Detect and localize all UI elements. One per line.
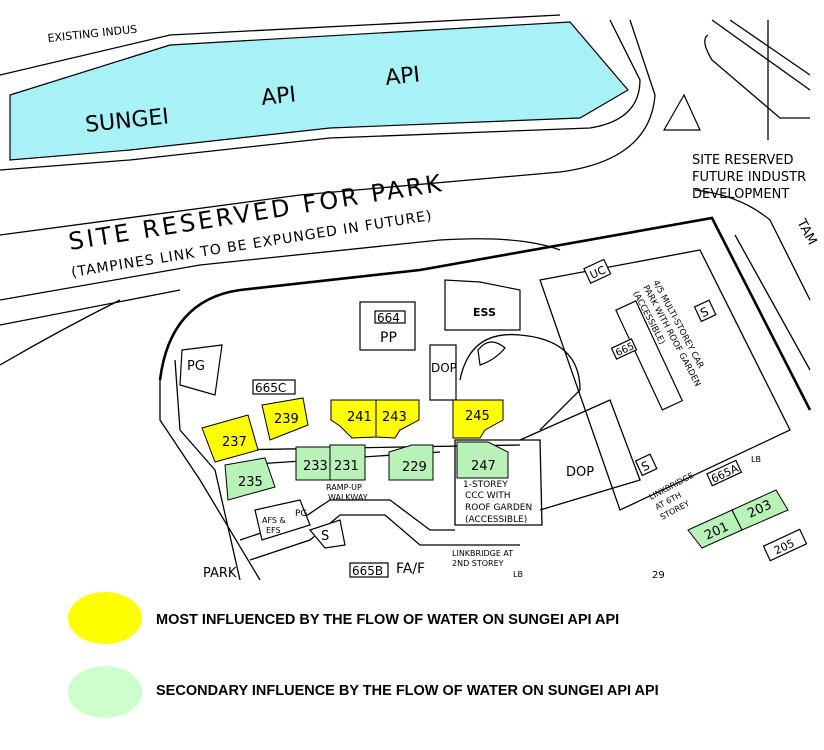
svg-text:S: S — [321, 529, 329, 544]
block-237[interactable]: 237 — [201, 414, 259, 463]
svg-text:237: 237 — [222, 435, 247, 450]
green-swatch — [68, 666, 142, 718]
svg-text:API: API — [260, 82, 297, 111]
block-243[interactable]: 243 — [375, 399, 420, 439]
block-239[interactable]: 239 — [261, 397, 309, 441]
svg-text:29: 29 — [652, 570, 665, 580]
svg-text:231: 231 — [334, 459, 359, 474]
legend-item-most-influenced: MOST INFLUENCED BY THE FLOW OF WATER ON … — [0, 592, 824, 652]
svg-text:241: 241 — [347, 410, 372, 425]
svg-text:PG: PG — [295, 509, 307, 519]
site-plan-map: 665 4/5 MULTI-STOREY CAR PARK WITH ROOF … — [0, 14, 819, 580]
svg-text:(ACCESSIBLE): (ACCESSIBLE) — [465, 515, 527, 525]
svg-text:245: 245 — [465, 409, 490, 424]
block-247[interactable]: 247 — [456, 441, 509, 479]
block-203[interactable]: 203 — [731, 489, 789, 531]
svg-text:UC: UC — [588, 263, 608, 282]
svg-text:LINKBRIDGE AT: LINKBRIDGE AT — [452, 549, 513, 558]
svg-text:ESS: ESS — [473, 306, 496, 319]
legend-label: MOST INFLUENCED BY THE FLOW OF WATER ON … — [156, 612, 620, 628]
block-245[interactable]: 245 — [452, 399, 504, 439]
svg-text:2ND STOREY: 2ND STOREY — [452, 559, 504, 568]
svg-text:CCC WITH: CCC WITH — [465, 491, 511, 501]
svg-text:243: 243 — [382, 410, 407, 425]
pp-building — [359, 301, 416, 351]
svg-text:DOP: DOP — [566, 465, 594, 480]
svg-text:PP: PP — [380, 330, 397, 346]
svg-text:EFS: EFS — [266, 526, 281, 535]
svg-text:DEVELOPMENT: DEVELOPMENT — [692, 187, 789, 202]
svg-text:233: 233 — [303, 459, 328, 474]
block-241[interactable]: 241 — [330, 399, 377, 439]
svg-text:WALKWAY: WALKWAY — [328, 493, 368, 502]
block-229[interactable]: 229 — [388, 444, 434, 481]
block-235[interactable]: 235 — [224, 457, 276, 501]
svg-text:AFS &: AFS & — [262, 516, 286, 525]
block-201[interactable]: 201 — [687, 509, 743, 549]
svg-text:FUTURE INDUSTR: FUTURE INDUSTR — [692, 170, 806, 185]
legend-item-secondary-influence: SECONDARY INFLUENCE BY THE FLOW OF WATER… — [0, 666, 824, 726]
svg-text:1-STOREY: 1-STOREY — [463, 480, 508, 490]
ess-building — [444, 279, 521, 331]
block-231[interactable]: 231 — [329, 444, 366, 481]
label-665: 665 — [610, 338, 638, 360]
legend-label: SECONDARY INFLUENCE BY THE FLOW OF WATER… — [156, 683, 659, 699]
svg-text:PG: PG — [187, 359, 205, 374]
svg-text:235: 235 — [238, 475, 263, 490]
svg-text:FA/F: FA/F — [396, 561, 425, 577]
svg-text:LB: LB — [513, 570, 523, 579]
river-sungei-api-api — [9, 21, 629, 161]
svg-text:LB: LB — [751, 455, 761, 464]
svg-text:SITE RESERVED: SITE RESERVED — [692, 153, 794, 168]
block-233[interactable]: 233 — [295, 446, 331, 481]
svg-text:RAMP-UP: RAMP-UP — [326, 483, 362, 492]
svg-text:665B: 665B — [352, 564, 383, 578]
svg-text:API: API — [384, 62, 421, 91]
svg-text:TAM: TAM — [793, 216, 819, 248]
yellow-swatch — [68, 592, 142, 644]
svg-text:229: 229 — [402, 460, 427, 475]
svg-text:ROOF GARDEN: ROOF GARDEN — [465, 503, 532, 513]
svg-text:EXISTING INDUS: EXISTING INDUS — [47, 23, 138, 45]
svg-text:664: 664 — [377, 311, 400, 325]
svg-text:DOP: DOP — [431, 361, 457, 375]
svg-text:247: 247 — [471, 459, 496, 474]
park-label: PARK — [203, 566, 237, 580]
svg-text:665C: 665C — [255, 381, 286, 395]
svg-text:239: 239 — [274, 412, 299, 427]
